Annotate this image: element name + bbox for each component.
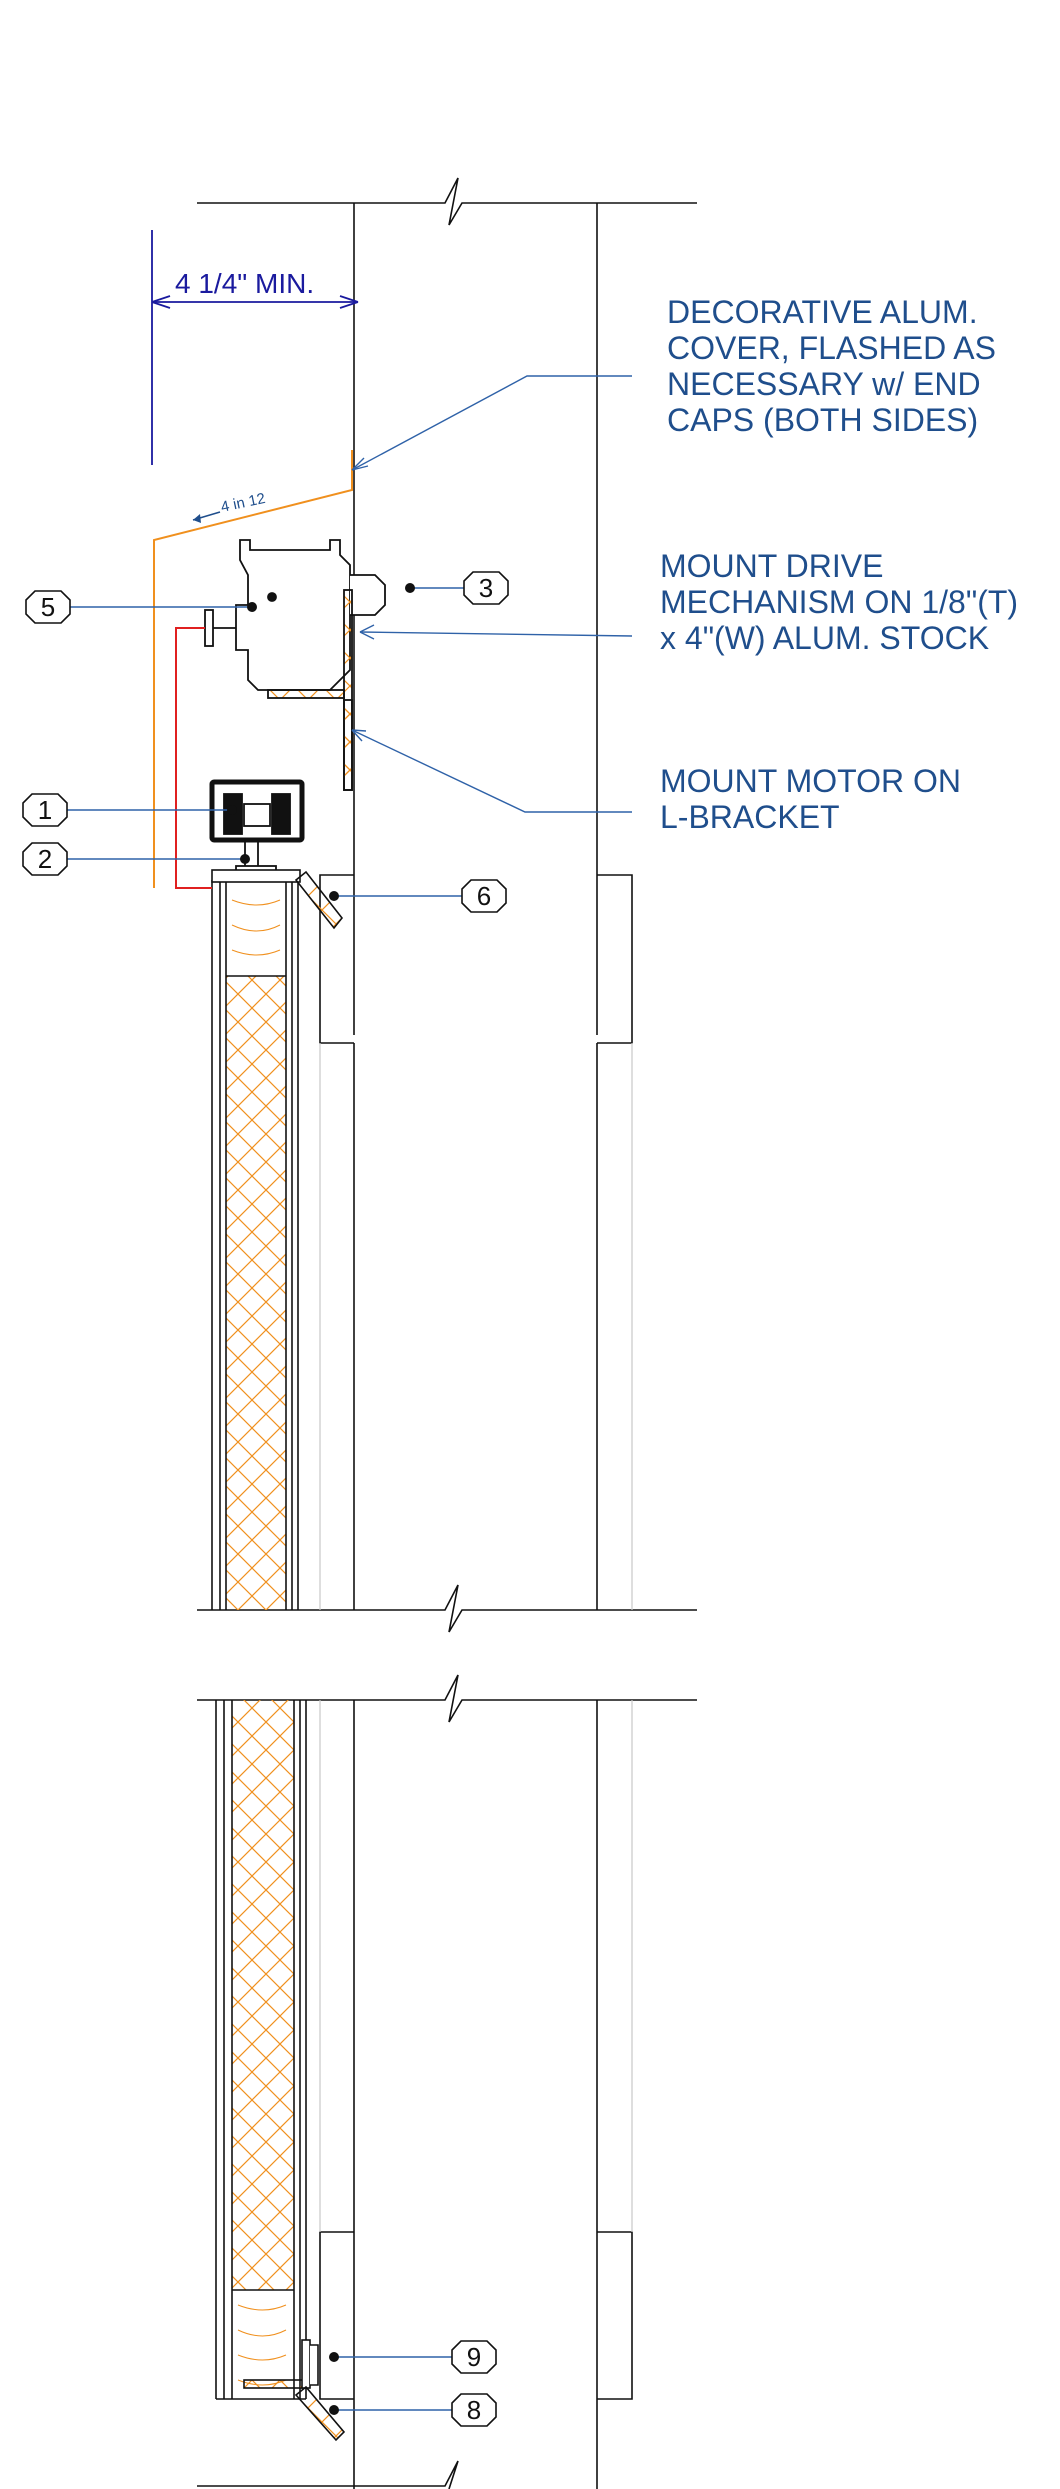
tag-3: 3 bbox=[463, 571, 509, 605]
top-seal bbox=[211, 869, 344, 930]
wiring bbox=[175, 627, 212, 889]
tag-8-label: 8 bbox=[467, 2395, 481, 2425]
slope-label: 4 in 12 bbox=[219, 490, 267, 516]
tag-2-label: 2 bbox=[38, 844, 52, 874]
note-mount-drive: MOUNT DRIVE MECHANISM ON 1/8"(T) x 4"(W)… bbox=[660, 548, 1019, 656]
tag-6: 6 bbox=[461, 879, 507, 913]
l-bracket bbox=[267, 589, 353, 791]
leader-lines bbox=[67, 375, 633, 2411]
tag-1: 1 bbox=[22, 793, 68, 827]
tag-9: 9 bbox=[451, 2340, 497, 2374]
tag-5-label: 5 bbox=[41, 592, 55, 622]
bottom-seal bbox=[243, 2339, 346, 2442]
note-decorative-cover: DECORATIVE ALUM. COVER, FLASHED AS NECES… bbox=[667, 294, 996, 438]
tag-6-label: 6 bbox=[477, 881, 491, 911]
tag-3-label: 3 bbox=[479, 573, 493, 603]
guide-lines bbox=[319, 1043, 633, 2232]
door-leaf-upper bbox=[211, 879, 299, 1610]
drive-mechanism bbox=[204, 539, 386, 691]
tag-1-label: 1 bbox=[38, 795, 52, 825]
tag-2: 2 bbox=[22, 842, 68, 876]
tag-5: 5 bbox=[25, 590, 71, 624]
note-mount-motor: MOUNT MOTOR ON L-BRACKET bbox=[660, 763, 962, 835]
leader-dots bbox=[227, 583, 415, 2415]
trolley bbox=[209, 779, 305, 881]
dimension-4-1-4-min: 4 1/4" MIN. bbox=[151, 230, 359, 465]
slope-indicator: 4 in 12 bbox=[192, 490, 267, 523]
dimension-label: 4 1/4" MIN. bbox=[175, 268, 314, 299]
door-leaf-lower bbox=[215, 1700, 307, 2400]
tag-8: 8 bbox=[451, 2393, 497, 2427]
tag-9-label: 9 bbox=[467, 2342, 481, 2372]
